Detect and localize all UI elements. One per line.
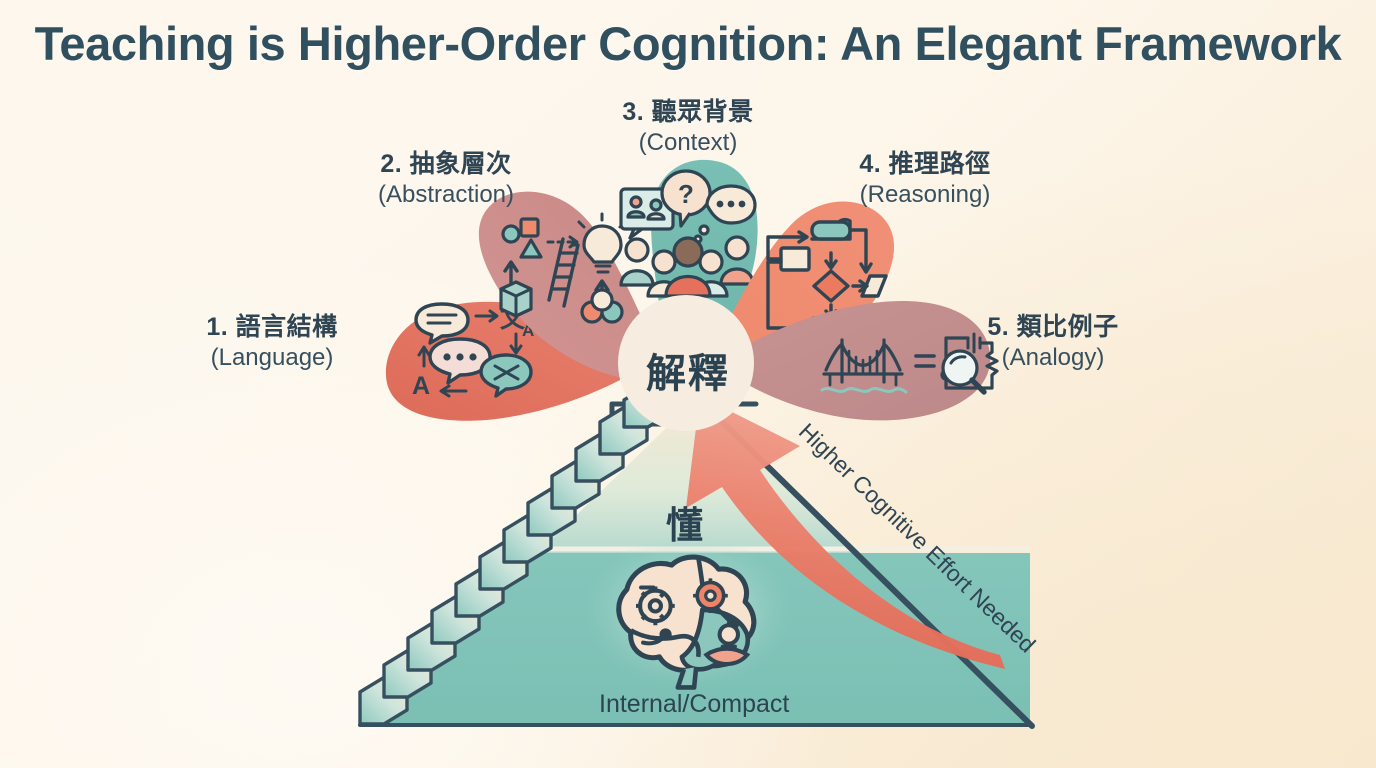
svg-text:?: ? [678,179,694,209]
upward-arrow-icon [686,396,1005,669]
center-node[interactable] [618,295,754,431]
petal-abstraction[interactable] [478,191,654,380]
speech-bubbles-translate-icon: 文 A A [412,302,534,400]
center-label: 解釋 [646,352,730,396]
pyramid-top-word: 懂 [666,505,703,546]
audience-group-question-icon: ? [619,169,757,298]
petal-analogy[interactable] [726,301,999,421]
pyramid-bottom-label: Internal/Compact [599,690,790,718]
brain-gears-icon [616,554,757,690]
svg-text:A: A [412,372,430,400]
staircase-icon [358,384,673,726]
bridge-equals-circuit-icon [820,332,999,395]
page-title: Teaching is Higher-Order Cognition: An E… [34,17,1342,70]
shapes-ladder-lightbulb-icon [499,212,635,324]
